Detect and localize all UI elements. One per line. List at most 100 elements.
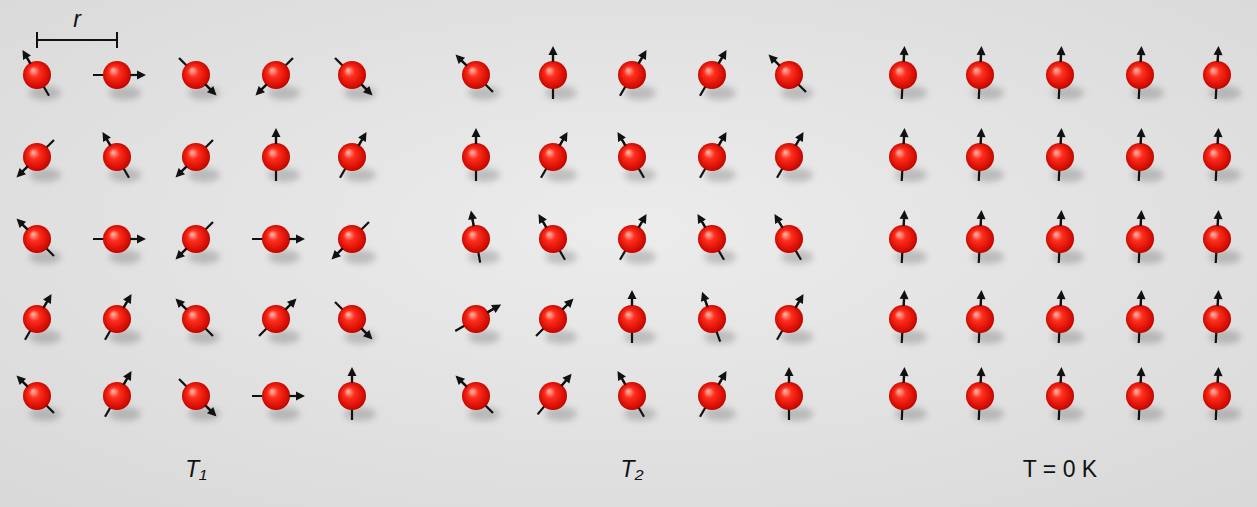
spin <box>19 48 61 100</box>
spin <box>538 371 577 421</box>
spin-arrowhead <box>123 369 135 381</box>
spin <box>259 295 300 344</box>
spin-axis <box>21 140 54 173</box>
spin-ball <box>262 225 290 253</box>
spin-ball <box>966 143 994 171</box>
spin <box>966 128 1004 182</box>
spin <box>172 295 220 344</box>
spin-ball <box>539 143 567 171</box>
temperature-label: T₂ <box>621 457 644 482</box>
spin-axis <box>536 303 569 336</box>
spin-ball <box>889 225 917 253</box>
spin-ball <box>1126 382 1154 410</box>
spin-axis <box>336 222 369 255</box>
spin <box>452 51 500 100</box>
spin <box>889 210 927 264</box>
spin <box>698 290 736 344</box>
spin <box>23 292 61 344</box>
spin-axis-tip <box>621 377 626 385</box>
spin-ball <box>1203 225 1231 253</box>
spin-axis-tip <box>26 56 31 64</box>
spin-axis-tip <box>621 138 626 146</box>
spin <box>462 210 500 264</box>
temperature-label: T = 0 K <box>1023 457 1097 482</box>
spin-ball <box>1126 61 1154 89</box>
spin-ball <box>889 382 917 410</box>
spin-axis-tip <box>903 217 906 226</box>
spin-axis-tip <box>487 308 495 313</box>
spin <box>1203 210 1241 264</box>
spin-axis-tip <box>351 374 353 383</box>
spin <box>13 215 61 264</box>
spin <box>455 301 503 344</box>
spin-axis-tip <box>701 220 706 228</box>
spin <box>1046 290 1084 344</box>
spin-ball <box>618 225 646 253</box>
spin-ball <box>539 61 567 89</box>
spin-axis-tip <box>205 84 211 90</box>
spin <box>335 302 376 344</box>
spin-ball <box>889 61 917 89</box>
spin <box>103 369 141 421</box>
spin-axis <box>773 59 806 92</box>
spin-axis <box>21 380 54 413</box>
spin <box>1126 46 1164 100</box>
spin-axis-tip <box>180 248 186 254</box>
spin-axis-tip <box>631 297 633 306</box>
spin-ball <box>618 143 646 171</box>
spin-axis <box>460 380 493 413</box>
spin-ball <box>966 305 994 333</box>
spin <box>775 367 813 421</box>
spin-ball <box>1046 305 1074 333</box>
spin-ball <box>698 382 726 410</box>
spin-axis-tip <box>475 135 477 144</box>
spin <box>103 292 141 344</box>
spin-ball <box>698 61 726 89</box>
spin <box>618 212 656 264</box>
spin-axis-tip <box>289 238 298 240</box>
spin-ball <box>1203 61 1231 89</box>
spin-axis-tip <box>719 138 724 146</box>
spin-axis-tip <box>1060 297 1063 306</box>
spin-axis-tip <box>124 377 129 385</box>
spin <box>252 382 305 421</box>
spin-arrowhead <box>491 301 503 313</box>
spin-axis-tip <box>260 84 266 90</box>
spin-axis-tip <box>460 380 466 386</box>
spin-axis-tip <box>796 300 801 308</box>
spin-axis-tip <box>552 53 554 62</box>
spin-ball <box>618 61 646 89</box>
spin-ball <box>1203 382 1231 410</box>
spin-arrowhead <box>718 130 730 142</box>
spin-axis-tip <box>1140 297 1143 306</box>
spin <box>252 58 300 100</box>
spin-arrowhead <box>694 212 706 224</box>
spin-axis-tip <box>639 56 644 64</box>
spin <box>172 140 220 182</box>
spin-arrowhead <box>718 48 730 60</box>
spin <box>889 367 927 421</box>
spin-axis-tip <box>130 238 139 240</box>
spin-axis-tip <box>980 374 983 383</box>
spin-axis-tip <box>903 53 906 62</box>
spin <box>535 212 577 264</box>
spin <box>262 128 300 182</box>
spin-axis-tip <box>562 303 568 309</box>
spin-axis <box>180 303 213 336</box>
spin <box>771 212 813 264</box>
spin-ball <box>618 382 646 410</box>
spin-axis-tip <box>980 53 983 62</box>
spin-axis-tip <box>21 166 27 172</box>
spin <box>335 58 376 100</box>
spin-axis-tip <box>719 56 724 64</box>
spin-axis-tip <box>639 220 644 228</box>
spin <box>13 372 61 421</box>
spin-ball <box>1203 143 1231 171</box>
spin-arrowhead <box>638 48 650 60</box>
spin-axis-tip <box>796 138 801 146</box>
spin-axis-tip <box>1060 217 1063 226</box>
spin <box>698 48 736 100</box>
spin-axis <box>335 58 368 91</box>
